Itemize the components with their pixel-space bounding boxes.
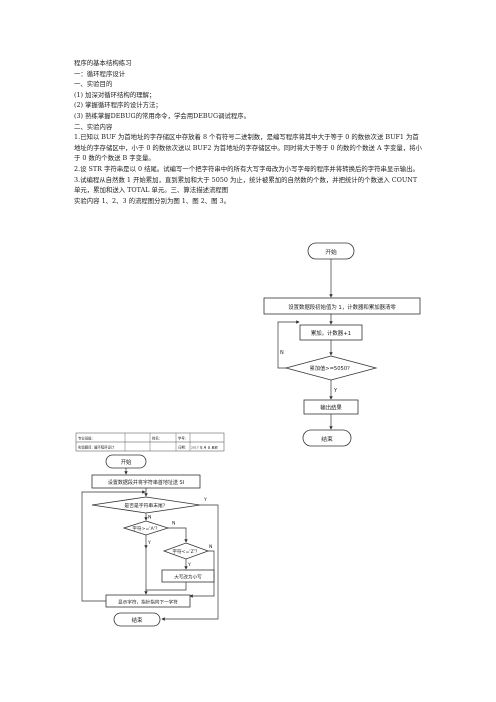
flow3-yes-label: Y [333, 388, 338, 394]
flow2-end-label: 结束 [132, 616, 143, 624]
table-topic-value: 循环程序设计 [94, 445, 115, 450]
flowchart-2: 开始 设置数据段并将字符串首地址送 SI 是否是字符串末尾？ Y N 字符>='… [81, 454, 219, 627]
content-item: 3.试编程从自然数 1 开始累加，直到累加和大于 5050 为止，统计被累加的自… [74, 175, 418, 195]
table-label-topic: 实验题目： [78, 445, 95, 450]
table-label-name: 姓名： [152, 436, 162, 441]
table-date-value: 2017 年 月 日 星期 [191, 445, 217, 450]
flow3-init [263, 297, 421, 315]
flow2-cond3-yes: Y [187, 562, 191, 568]
flow2-start-label: 开始 [121, 458, 132, 466]
doc-title: 程序的基本结构练习 [74, 59, 132, 67]
flow2-end [113, 612, 161, 627]
flow2-cond2-no: N [172, 521, 175, 527]
flowchart-3: 开始 设置数据段初始值为 1，计数器和累加器清零 累加，计数器+1 累加值>=5… [263, 242, 421, 447]
flow3-end-label: 结束 [321, 435, 333, 443]
flow2-cond3-no: N [209, 544, 212, 550]
flow2-next-char-label: 显示字符，指针指向下一字符 [118, 599, 178, 606]
table-label-class: 专业班级： [78, 436, 95, 441]
goal-item: (3) 熟练掌握DEBUG的常用命令，学会用DEBUG调试程序。 [74, 111, 251, 120]
flow3-accum-label: 累加，计数器+1 [311, 329, 351, 337]
flow3-condition-label: 累加值>=5050？ [310, 364, 353, 372]
flow2-init-label: 设置数据段并将字符串首地址送 SI [108, 479, 184, 486]
section-heading-content: 二、实验内容 [74, 122, 113, 131]
flow2-condition-upper-z-label: 字符<='Z'？ [172, 548, 199, 555]
table-label-date: 日期： [178, 445, 188, 450]
flow3-start-label: 开始 [325, 248, 337, 256]
content-item: 实验内容 1、2、3 的流程图分别为图 1、图 2、图 3。 [74, 196, 230, 205]
document-body: 程序的基本结构练习 一：循环程序设计 一、实验目的 (1) 加深对循环结构的理解… [74, 58, 424, 206]
flow3-init-label: 设置数据段初始值为 1，计数器和累加器清零 [288, 303, 396, 311]
flow2-convert [161, 569, 215, 583]
flow3-end [302, 429, 352, 447]
table-label-id: 学号： [178, 436, 188, 441]
section-heading-goals: 一、实验目的 [74, 80, 113, 89]
flow2-condition-end-label: 是否是字符串末尾？ [124, 502, 167, 509]
goal-item: (1) 加深对循环结构的理解； [74, 90, 156, 99]
flow2-cond2-yes: Y [147, 540, 151, 546]
header-table: 专业班级： 姓名： 学号： 实验题目： 循环程序设计 日期： 2017 年 月 … [75, 432, 225, 452]
goal-item: (2) 掌握循环程序的设计方法； [74, 101, 162, 110]
part-heading: 一：循环程序设计 [74, 69, 126, 78]
flow2-cond1-no: N [148, 515, 151, 521]
flow2-cond1-yes: Y [203, 497, 207, 503]
flow2-convert-label: 大写改为小写 [174, 574, 202, 581]
flow2-condition-upper-a-label: 字符>='A'？ [132, 525, 159, 532]
flow3-output-label: 输出结果 [320, 404, 342, 412]
flow3-no-label: N [280, 350, 284, 356]
content-item: 2.设 STR 字符串是以 0 结尾。试编写一个把字符串中的所有大写字母改为小写… [74, 164, 419, 173]
content-item: 1.已知以 BUF 为首地址的字存储区中存放着 8 个有符号二进制数，是编写程序… [74, 133, 422, 163]
